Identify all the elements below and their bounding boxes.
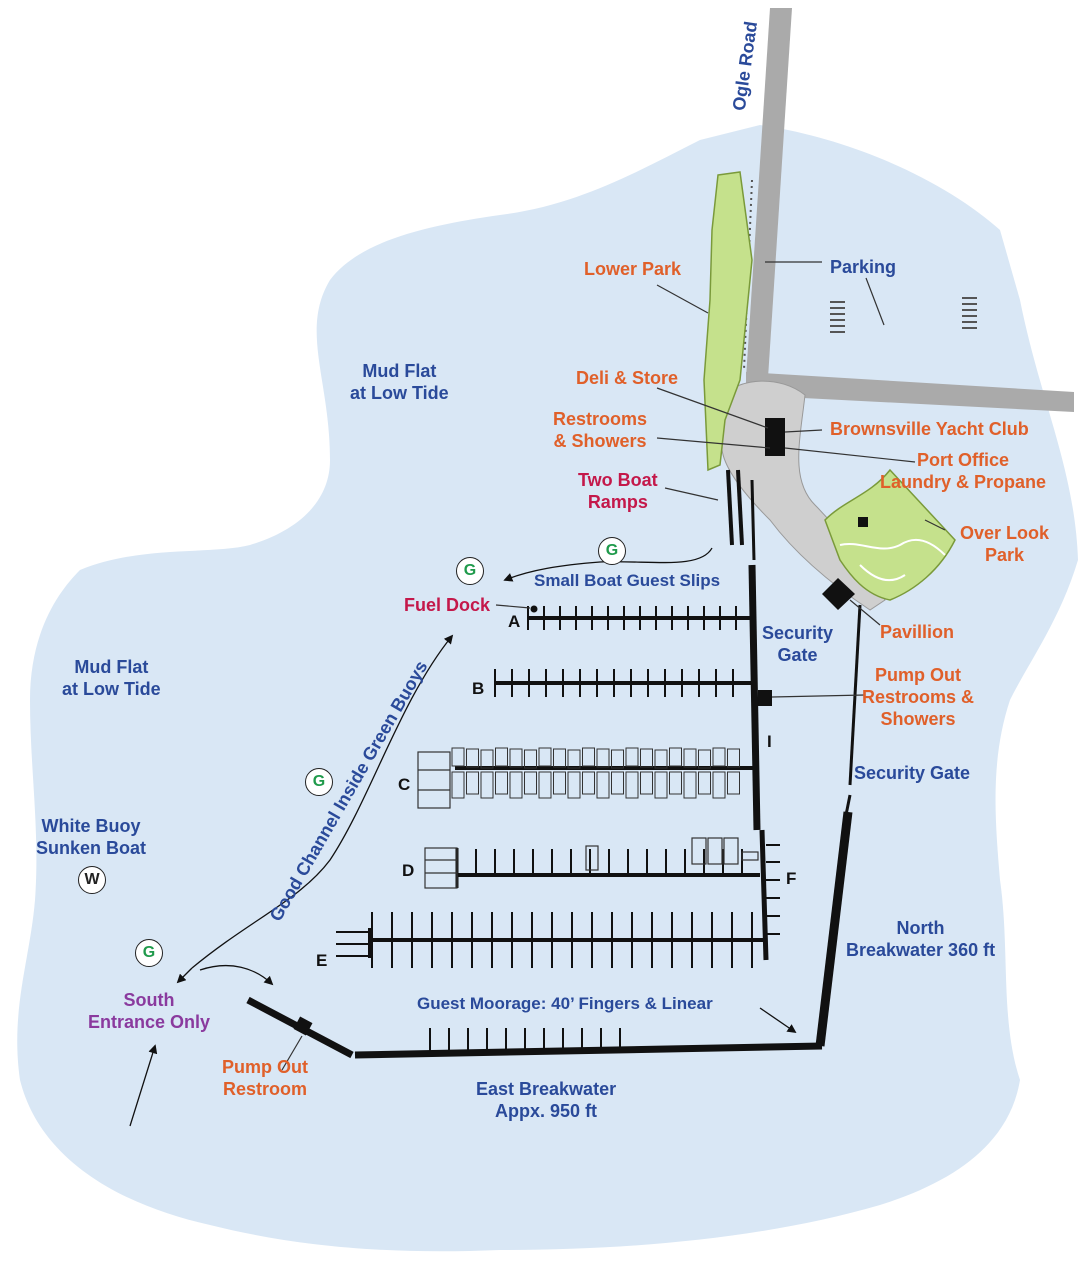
pavillion-label: Pavillion bbox=[880, 622, 955, 642]
boat-slip bbox=[698, 749, 711, 769]
dock-letter-f: F bbox=[786, 869, 796, 888]
main-walkway bbox=[748, 479, 769, 961]
boat-slip bbox=[466, 748, 479, 768]
dock-letter-c: C bbox=[398, 775, 410, 794]
green-buoy-icon: G bbox=[305, 768, 333, 796]
white-buoy-icon: W bbox=[78, 866, 106, 894]
leader-lines bbox=[281, 261, 946, 1071]
boat-slip bbox=[509, 771, 523, 799]
security-gate-label-lower: Security Gate bbox=[854, 763, 971, 783]
cross-road bbox=[746, 372, 1074, 412]
boat-slip bbox=[625, 747, 639, 767]
boat-slip bbox=[524, 771, 537, 795]
boat-slip bbox=[466, 771, 479, 795]
guest-moorage-label: Guest Moorage: 40’ Fingers & Linear bbox=[417, 994, 713, 1013]
fuel-dock-label: Fuel Dock bbox=[404, 595, 491, 615]
water-area bbox=[17, 125, 1079, 1252]
boat-slip bbox=[611, 771, 624, 795]
dock-letter-d: D bbox=[402, 861, 414, 880]
boat-slip bbox=[683, 771, 697, 799]
lower-park bbox=[703, 171, 753, 472]
boat-slip bbox=[524, 749, 537, 769]
green-buoy-icon: G bbox=[135, 939, 163, 967]
parking-label: Parking bbox=[830, 257, 897, 277]
boat-slip bbox=[567, 771, 581, 799]
dock-letter-i: I bbox=[767, 732, 772, 751]
boat-slip bbox=[727, 748, 740, 768]
guest-moorage-fingers bbox=[429, 1028, 621, 1053]
green-buoy-icon: G bbox=[598, 537, 626, 565]
pump-out-restroom-building bbox=[293, 1016, 313, 1036]
boat-slip bbox=[538, 747, 552, 767]
boat-slip bbox=[567, 749, 581, 769]
ogle-road bbox=[746, 8, 792, 378]
boat-ramps bbox=[726, 469, 744, 546]
boat-slip bbox=[640, 748, 653, 768]
deli-store-label: Deli & Store bbox=[576, 368, 679, 388]
parking-stripes bbox=[743, 179, 977, 371]
boat-slip bbox=[611, 749, 624, 769]
boat-slip bbox=[625, 771, 639, 799]
dock-letter-b: B bbox=[472, 679, 484, 698]
dock-c-boats bbox=[451, 747, 740, 799]
restrooms-showers-label: Restrooms& Showers bbox=[553, 409, 648, 451]
boat-slip bbox=[480, 771, 494, 799]
pump-out-building bbox=[758, 690, 772, 706]
boat-slip bbox=[538, 771, 552, 799]
boat-slip bbox=[553, 748, 566, 768]
boat-slip bbox=[495, 747, 508, 767]
boat-slip bbox=[451, 747, 465, 767]
boat-slip bbox=[698, 771, 711, 795]
boat-slip bbox=[727, 771, 740, 795]
boat-slip bbox=[582, 771, 595, 795]
boat-slip bbox=[640, 771, 653, 795]
dock-lines bbox=[336, 606, 765, 968]
overlook-park bbox=[824, 468, 956, 601]
boat-slip bbox=[712, 771, 726, 799]
fuel-dock-marker bbox=[530, 605, 538, 613]
boat-slip bbox=[451, 771, 465, 799]
channel-arrows bbox=[129, 547, 797, 1127]
boat-slip bbox=[480, 749, 494, 769]
boat-slip bbox=[509, 748, 523, 768]
boat-slip bbox=[596, 748, 610, 768]
overlook-building bbox=[858, 517, 868, 527]
lower-park-label: Lower Park bbox=[584, 259, 682, 279]
boat-slip bbox=[654, 771, 668, 799]
dock-c-slips bbox=[417, 751, 451, 809]
green-buoy-icon: G bbox=[456, 557, 484, 585]
boat-slip bbox=[683, 748, 697, 768]
boat-slip bbox=[596, 771, 610, 799]
dock-f-fingers bbox=[766, 844, 780, 935]
dock-letter-e: E bbox=[316, 951, 327, 970]
boat-slip bbox=[669, 747, 682, 767]
overlook-paths bbox=[839, 538, 946, 582]
boat-slip bbox=[582, 747, 595, 767]
dock-d-slips bbox=[424, 837, 759, 889]
boat-slip bbox=[669, 771, 682, 795]
yacht-club-label: Brownsville Yacht Club bbox=[830, 419, 1029, 439]
boat-slip bbox=[495, 771, 508, 795]
boat-slip bbox=[654, 749, 668, 769]
dock-letter-a: A bbox=[508, 612, 520, 631]
pavillion-building bbox=[822, 578, 855, 610]
boat-slip bbox=[712, 747, 726, 767]
yacht-club-building bbox=[765, 418, 785, 456]
boat-slip bbox=[553, 771, 566, 795]
small-boat-slips-label: Small Boat Guest Slips bbox=[534, 571, 721, 590]
